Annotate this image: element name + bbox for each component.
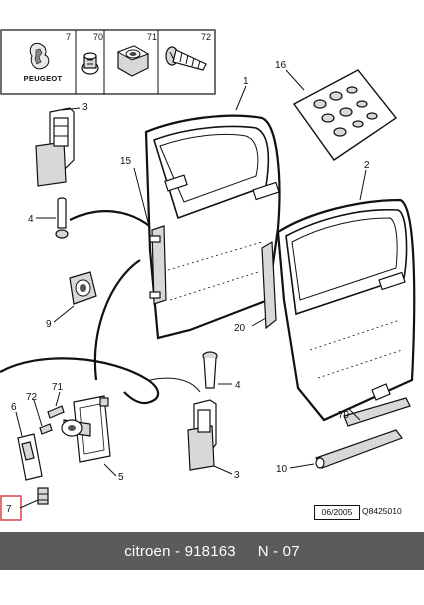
check-strap-cable [0, 357, 160, 405]
caption-part-number: 918163 [184, 542, 236, 560]
header-cell-70: 70 [93, 32, 103, 42]
callout-5: 5 [118, 472, 124, 483]
reference-date: 06/2005 [314, 505, 360, 520]
front-door-part-1 [144, 114, 281, 340]
callout-15: 15 [120, 156, 132, 167]
reference-code: Q8425010 [362, 506, 402, 516]
pin-part-7 [37, 487, 49, 505]
caption-page: N - 07 [257, 542, 300, 560]
callout-72: 72 [26, 392, 38, 403]
trim-moulding-part-10 [289, 429, 403, 469]
peugeot-lion-icon [29, 42, 50, 70]
screw-part-71-assembled [47, 391, 65, 419]
wiring-upper [69, 210, 153, 229]
header-cell-7: 7 [66, 32, 71, 42]
callout-3-upper: 3 [82, 102, 88, 113]
callout-1: 1 [243, 76, 249, 87]
upper-hinge-part-3 [35, 107, 81, 187]
callout-70: 70 [338, 410, 350, 421]
hinge-pin-part-4-upper [36, 197, 69, 239]
caption-bar: citroen - 918163 N - 07 [0, 532, 424, 570]
peugeot-brand-label: PEUGEOT [23, 74, 63, 83]
callout-9: 9 [46, 319, 52, 330]
callout-4-upper: 4 [28, 214, 34, 225]
clip-part-70 [81, 52, 99, 75]
header-parts-strip [0, 29, 216, 95]
trim-moulding-part-70 [343, 397, 411, 427]
callout-7: 7 [6, 504, 12, 515]
bracket-part-6 [15, 411, 43, 481]
screw-part-72 [165, 46, 207, 71]
clip-bag-part-16 [285, 69, 398, 161]
caption-gap [236, 543, 258, 560]
header-cell-72: 72 [201, 32, 211, 42]
rear-door-part-2 [276, 198, 416, 422]
seal-strip-part-20 [251, 240, 277, 330]
header-cell-71: 71 [147, 32, 157, 42]
callout-20: 20 [234, 323, 246, 334]
screw-part-72-assembled [33, 399, 53, 435]
callout-2: 2 [364, 160, 370, 171]
callout-4-lower: 4 [235, 380, 241, 391]
callout-6: 6 [11, 402, 17, 413]
wiring-lower [93, 259, 141, 381]
caption-sep-1: - [170, 542, 185, 560]
callout-16: 16 [275, 60, 287, 71]
callout-10: 10 [276, 464, 288, 475]
callout-71: 71 [52, 382, 64, 393]
check-strap-part-5 [61, 395, 117, 477]
caption-brand: citroen [124, 542, 171, 560]
hinge-pin-part-4-lower [202, 351, 232, 389]
callout-3-lower: 3 [234, 470, 240, 481]
grommet-part-9 [53, 271, 97, 323]
lower-hinge-part-3 [187, 399, 233, 475]
hex-nut-part-71 [116, 45, 150, 77]
